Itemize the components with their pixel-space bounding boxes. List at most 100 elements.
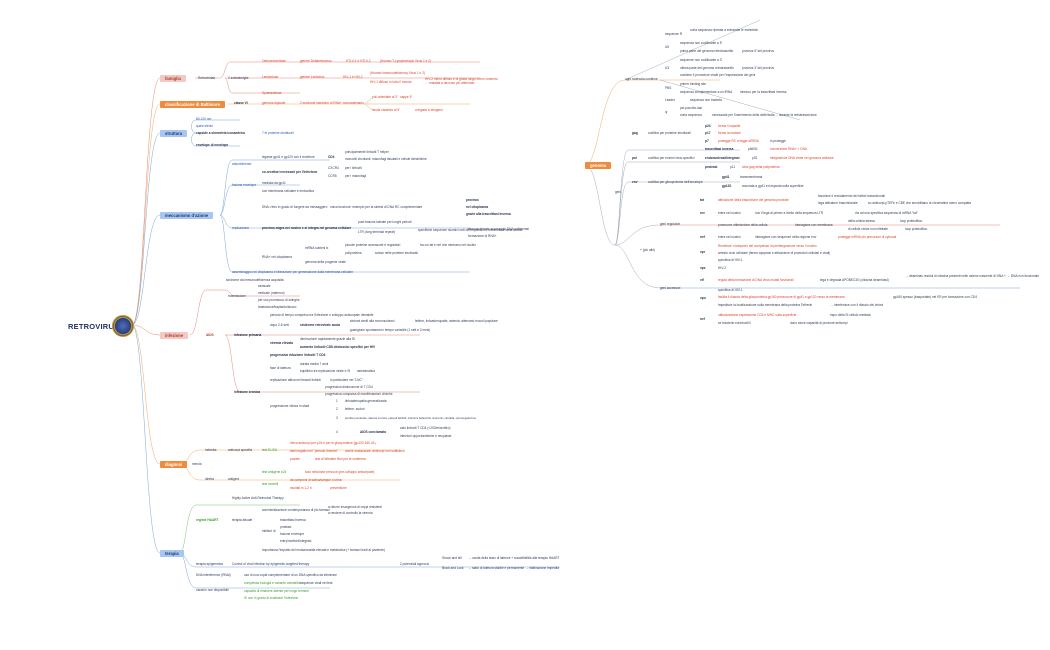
node-meccanismo[interactable]: meccanismo d'azione bbox=[160, 212, 214, 220]
node-genoma[interactable]: genoma bbox=[585, 162, 612, 170]
gen-int2: integrazione DNA virale nel genoma cellu… bbox=[770, 156, 834, 160]
mec-mrna2: tra cui tat e nef che rientrano nel nucl… bbox=[420, 243, 476, 247]
gen-psi1: psi-pucchio-lasi bbox=[680, 106, 702, 110]
inf-progr: progressiva riduzione linfociti T CD4 bbox=[270, 353, 326, 357]
inf-s2: febbre, sudori bbox=[345, 407, 365, 411]
gen-rev4: promuove ottimizzione della cellula bbox=[718, 223, 768, 227]
gen-rt1: p66/51 bbox=[748, 147, 758, 151]
mec-gp: legame gp41 e gp120 con il recettore bbox=[262, 155, 315, 159]
gen-gp120d: ancorata a gp41 ed esposta sulla superfi… bbox=[742, 184, 804, 188]
inf-c2: durata media 7 anni bbox=[300, 362, 329, 366]
gen-leader: Leader bbox=[665, 98, 675, 102]
inf-s4: AIDS conclamato bbox=[360, 430, 387, 434]
fam-hiv-full: (Human Immunodeficiency Virus 1 e 2) bbox=[370, 71, 426, 75]
gen-r1: corta sequenza ripetuta a entrambe le es… bbox=[690, 28, 758, 32]
gen-tat2: favorisce il reclutamento dei fattori tr… bbox=[818, 194, 885, 198]
gen-rev: rev bbox=[700, 211, 705, 215]
ter-tat: terapia attuale bbox=[232, 518, 253, 522]
node-terapia[interactable]: terapia bbox=[160, 550, 184, 558]
inf-c6: in particolare nei "LNC" bbox=[330, 378, 363, 382]
gen-p24d: forma il capside bbox=[718, 124, 741, 128]
gen-rt2: conversione RNA+ > DNA bbox=[770, 147, 808, 151]
node-struttura[interactable]: struttura bbox=[160, 130, 188, 138]
inf-cronica: infezione cronica bbox=[234, 390, 261, 394]
ter-epi: terapia epigenetica bbox=[196, 562, 223, 566]
ter-vacc: vaccino non disponibile bbox=[196, 588, 229, 592]
dia-mol: test modelli bbox=[262, 482, 279, 486]
inf-t3: per uso promiscuo di siringhe bbox=[258, 298, 300, 302]
gen-p7d: protegge RC a legge all'RNA bbox=[718, 139, 759, 143]
gen-vif1: regola della formazione di DNA virus mut… bbox=[718, 278, 794, 282]
gen-tat3: lega attivatore trascrizionale bbox=[818, 201, 858, 205]
node-diagnosi[interactable]: diagnosi bbox=[160, 461, 188, 469]
mec-prov-int: provirus migra nel nucleo e si integra n… bbox=[262, 226, 352, 230]
gen-rev2: con il lega ai primer a livello della se… bbox=[755, 211, 824, 215]
ter-block: Block and Lock bbox=[442, 566, 464, 570]
gen-reg: geni regolatori bbox=[660, 222, 681, 226]
gen-nef5: rispo della SI cellulo mediata bbox=[830, 313, 871, 317]
mec-fus1: mediata da gp41 bbox=[262, 181, 286, 185]
inf-s1: linfoadenopatia generalizzata bbox=[345, 399, 387, 403]
gen-vif: vif bbox=[700, 278, 704, 282]
gen-vpu5: → interferisce con il rilascio dei virio… bbox=[830, 303, 884, 307]
dia-mercia: mercia bbox=[192, 462, 202, 466]
gen-vpx: vpx bbox=[700, 266, 706, 270]
gen-u3b: ultima parte del genoma retrotrascritto bbox=[680, 66, 734, 70]
gen-rev6: della cellula stessa bbox=[848, 219, 875, 223]
fam-orthoretro: Orthoretrovirinae bbox=[262, 59, 286, 63]
mec-provirus2: nel citoplasma bbox=[466, 205, 489, 209]
gen-tat4: su anticorpi-pTEFb e CBE che smobilitano… bbox=[868, 201, 971, 205]
dia-ag1: solo nella fase precoce (pre-sviluppo an… bbox=[305, 470, 375, 474]
gen-p24: p24 bbox=[705, 124, 711, 128]
gen-pol: pol bbox=[632, 156, 637, 160]
inf-s4b: infezioni opportunistiche e neoplasie bbox=[400, 434, 452, 438]
gen-vpr: vpr bbox=[700, 250, 705, 254]
ter-i3: fusione envelope bbox=[280, 532, 305, 536]
gen-u3c: provirus 3' del provirus bbox=[742, 66, 774, 70]
gen-rev3: via ad una specifica sequenza di mRNA "t… bbox=[855, 211, 918, 215]
gen-pbs3: innesco per la trascrittasi inversa bbox=[740, 90, 787, 94]
gen-nef2: interagisce con sequenze nella regione e… bbox=[755, 235, 817, 239]
fam-retroviridae: Retroviridae bbox=[198, 76, 216, 80]
mec-provirus: provirus bbox=[466, 198, 479, 202]
fam-lenti: Lentivirinae bbox=[262, 75, 279, 79]
gen-rt: trascrittasi inversa bbox=[705, 147, 734, 151]
gen-pbs1: primer binding site bbox=[680, 82, 707, 86]
ter-block2: → stato di latenza stabile e permanente … bbox=[468, 566, 560, 570]
inf-s3n: 3 bbox=[336, 416, 338, 420]
ter-v3: capacità di rimanere latente per lungo t… bbox=[244, 589, 309, 593]
node-famiglia[interactable]: famiglia bbox=[160, 75, 186, 83]
ter-v2: sequenze virali nel test bbox=[300, 581, 333, 585]
gen-nef6: se bisoterlo ecrinfociti il bbox=[718, 321, 751, 325]
mec-pi4: riconoscimento ancoraggio DNA polimerasi bbox=[468, 227, 529, 231]
gen-nef4: ottimizzazione espressione CD4 e MHC sul… bbox=[718, 313, 797, 317]
dia-indiretta: indiretta bbox=[205, 448, 217, 452]
inf-pc2: progressiva comparsa di manifestazioni c… bbox=[325, 392, 393, 396]
gen-u3: U3 bbox=[665, 66, 670, 70]
gen-vpr3: specifica di HIV-1 bbox=[718, 258, 743, 262]
node-classificazione[interactable]: classificazione di Baltimore bbox=[160, 101, 225, 109]
ter-h1: Highly Active Anti-Retroviral Therapy bbox=[232, 496, 284, 500]
gen-gp41: gp41 bbox=[722, 175, 730, 179]
gen-seqR: sequenze R bbox=[665, 32, 683, 36]
mec-replicazione: replicazione bbox=[232, 226, 250, 230]
dia-elisa: test ELISA bbox=[262, 448, 278, 452]
ter-dna1: uso di una copia complementare di un DNA… bbox=[244, 573, 337, 577]
gen-rev8: di cellule vicine non infettate bbox=[848, 227, 888, 231]
inf-p3: sindrome retrovirale acuta bbox=[300, 323, 341, 327]
node-infezione[interactable]: infezione bbox=[160, 332, 189, 340]
gen-u5b: prima parte del genoma retrotrascritto bbox=[680, 49, 734, 53]
dia-ac: anticorpi specifici bbox=[228, 448, 253, 452]
gen-vpr2: arresto ciclo cellulare (fermo apoptosi … bbox=[718, 251, 831, 255]
ter-v1: complessa biologia e variante variabilit… bbox=[244, 581, 301, 585]
mec-rep1: DNA: retro in grado di fungere da messag… bbox=[262, 205, 328, 209]
dia-mol1: da campioni di saliva/sangue o urina bbox=[290, 478, 342, 482]
fam-hiv1-diff: HIV-1 diffuso in tutto il mondo bbox=[370, 80, 412, 84]
mec-assemb: assemblaggio nel citoplasma e liberazion… bbox=[232, 270, 354, 274]
fam-sottofamiglie: 2 sottofamiglie bbox=[228, 76, 249, 80]
virus-emblem-icon bbox=[112, 315, 134, 337]
str-s6: 7 le proteine strutturali bbox=[262, 131, 294, 135]
gen-p17: p17 bbox=[705, 131, 711, 135]
fam-hiv2-note2: → malattia a decorso più attenuato bbox=[425, 81, 475, 85]
